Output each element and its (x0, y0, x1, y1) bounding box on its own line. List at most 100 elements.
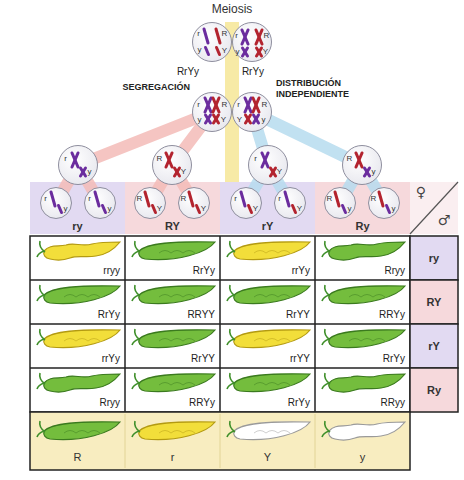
header-cell (125, 182, 220, 234)
green-pod (132, 329, 215, 348)
cell-circle: Ry (368, 187, 400, 219)
green-pod (37, 421, 120, 440)
yellow-pod (227, 241, 310, 260)
chromosome (189, 192, 193, 206)
cell-circle: rY (248, 145, 288, 185)
chromosome (145, 192, 149, 206)
allele-letter: y (233, 47, 243, 57)
legend-label: R (30, 451, 125, 464)
row-gamete-label: ry (410, 252, 458, 265)
chromosome (81, 168, 86, 176)
row-gamete-label: rY (410, 340, 458, 353)
allele-letter: R (220, 100, 230, 110)
cell-circle: ry (84, 187, 116, 219)
chromosome (387, 206, 390, 213)
row-header-cells (410, 236, 458, 412)
white-pod (227, 421, 310, 440)
assortment-ribbon (246, 112, 384, 203)
chromosome (356, 153, 362, 167)
allele-letter: y (85, 167, 95, 177)
gamete-label: Ry (315, 220, 410, 233)
chromosome (242, 30, 248, 44)
chromosome (285, 192, 289, 206)
green-pod (322, 329, 405, 348)
allele-letter: Y (179, 167, 189, 177)
chromosome (243, 48, 248, 56)
genotype-label: RRYY (155, 309, 215, 321)
chromosomes (51, 29, 390, 213)
chromosome (72, 153, 78, 167)
legend-label: r (125, 451, 220, 464)
genotype-label: RrYY (250, 309, 310, 321)
allele-letter: Y (275, 167, 285, 177)
sex-symbol: ♀ (411, 184, 431, 200)
genotype-label: RrYY (155, 353, 215, 365)
cell-circle: rRyY (192, 92, 232, 132)
chromosome (206, 48, 209, 55)
allele-letter: Y (220, 46, 230, 56)
allele-letter: Y (251, 204, 261, 214)
grid-lines (30, 236, 410, 412)
punnett-grid (30, 236, 410, 412)
chromosome (166, 153, 172, 167)
cell-circle: ry (58, 145, 98, 185)
allele-letter: Y (235, 115, 245, 125)
allele-letter: y (195, 45, 205, 55)
allele-letter: Y (261, 47, 271, 57)
green-pod (322, 285, 405, 304)
chromosome (241, 192, 245, 206)
chromosome (153, 206, 156, 213)
allele-letter: r (61, 154, 71, 164)
chromosome (365, 168, 370, 176)
allele-letter: y (389, 204, 399, 214)
allele-letter: r (275, 194, 285, 204)
cell-circle: rRYy (232, 92, 272, 132)
allele-letter: y (259, 115, 269, 125)
chromosome (216, 29, 220, 43)
genotype-label: rrYY (250, 353, 310, 365)
chromosome (245, 98, 251, 112)
allele-letter: R (345, 154, 355, 164)
allele-letter: R (220, 29, 230, 39)
chromosome (103, 206, 106, 213)
allele-letter: Y (199, 204, 209, 214)
green-pod (322, 241, 405, 260)
header-cell (30, 182, 125, 234)
allele-letter: r (85, 194, 95, 204)
legend-label: Y (220, 451, 315, 464)
chromosome (256, 30, 262, 44)
allele-letter: r (194, 29, 204, 39)
allele-letter: R (135, 194, 145, 204)
green-pod (37, 373, 120, 392)
process-label: SEGREGACIÓN (60, 82, 190, 93)
chromosome (249, 206, 252, 213)
cell-circle: r Ry Y (232, 22, 272, 62)
green-pod (132, 373, 215, 392)
chromosome (59, 206, 62, 213)
genotype-label: RrYy (250, 397, 310, 409)
green-pod (227, 285, 310, 304)
chromosome (254, 115, 259, 123)
allele-letter: Y (295, 204, 305, 214)
allele-letter: r (194, 100, 204, 110)
chromosome (197, 206, 200, 213)
gamete-label: RY (125, 220, 220, 233)
cell-circle: rY (274, 187, 306, 219)
cell-circle: RY (178, 187, 210, 219)
yellow-pod (37, 329, 120, 348)
cell-circle: r Ry Y (192, 22, 232, 62)
genotype-label: RrYy (345, 353, 405, 365)
allele-letter: y (105, 204, 115, 214)
allele-letter: R (260, 100, 270, 110)
chromosome (253, 98, 259, 112)
allele-letter: y (61, 204, 71, 214)
allele-letter: y (369, 167, 379, 177)
legend-band (30, 412, 410, 470)
chromosome (335, 192, 339, 206)
white-pod (322, 421, 405, 440)
row-gamete-label: RY (410, 296, 458, 309)
genotype-label: RrYy (233, 66, 273, 78)
allele-letter: R (179, 194, 189, 204)
allele-letter: R (262, 31, 272, 41)
allele-letter: r (232, 31, 242, 41)
